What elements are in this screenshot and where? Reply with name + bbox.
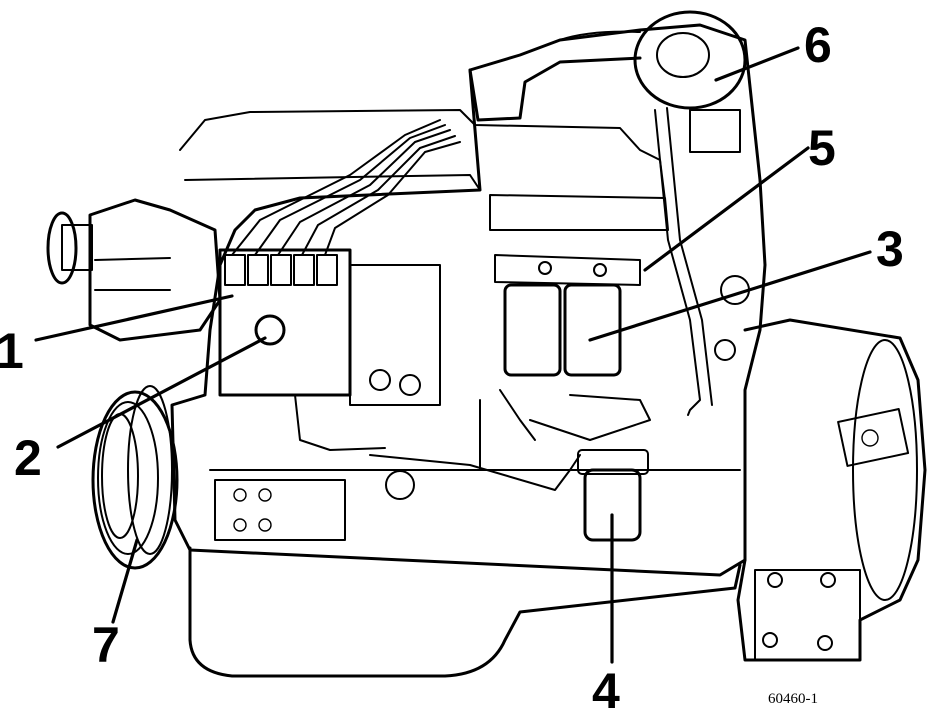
callout-4: 4	[592, 663, 620, 709]
turbo-oil-pipe	[654, 109, 701, 416]
callout-6: 6	[804, 17, 832, 73]
figure-number: 60460-1	[768, 691, 818, 707]
block-boss	[714, 339, 736, 361]
cylinder-head	[179, 109, 666, 201]
block-cover-plate	[214, 479, 346, 541]
callout-labels: 1 2 3 4 5 6 7	[0, 17, 904, 709]
fuel-pipe-branch	[499, 389, 536, 441]
turbocharger	[468, 10, 747, 153]
bolt-hole	[767, 572, 783, 588]
callout-7: 7	[92, 617, 120, 673]
leader-1	[34, 294, 234, 342]
callout-2: 2	[14, 430, 42, 486]
leader-6	[714, 46, 800, 82]
injection-pump	[218, 248, 441, 451]
callout-5: 5	[808, 120, 836, 176]
leader-2	[56, 336, 267, 449]
block-boss	[385, 470, 415, 500]
housing-boss	[837, 408, 910, 467]
bolt-hole	[861, 429, 879, 447]
fuel-filters	[494, 254, 641, 377]
intake-manifold	[489, 194, 669, 231]
housing-rim	[852, 339, 918, 601]
fuel-pipe	[369, 454, 581, 491]
bolt-hole	[233, 488, 247, 502]
leader-7	[111, 538, 139, 624]
mounting-plate	[754, 569, 861, 661]
callout-3: 3	[876, 221, 904, 277]
bolt-hole	[762, 632, 778, 648]
bolt-hole	[258, 518, 272, 532]
engine-block	[170, 23, 767, 577]
bolt-hole	[817, 635, 833, 651]
injection-lines	[231, 119, 461, 256]
head-lower-edge	[184, 174, 481, 191]
turbo-oil-pipe-edge	[666, 107, 713, 406]
oil-pan	[188, 546, 742, 678]
bolt-hole	[820, 572, 836, 588]
transmission-housing	[736, 318, 927, 662]
leader-5	[643, 146, 810, 272]
fuel-feed-pump	[529, 394, 651, 542]
bolt-hole	[258, 488, 272, 502]
callout-1: 1	[0, 323, 24, 379]
engine-drawing	[46, 10, 927, 678]
bolt-hole	[233, 518, 247, 532]
leader-3	[588, 250, 872, 342]
callout-leaders	[34, 46, 872, 664]
crankshaft-pulley	[91, 385, 179, 570]
